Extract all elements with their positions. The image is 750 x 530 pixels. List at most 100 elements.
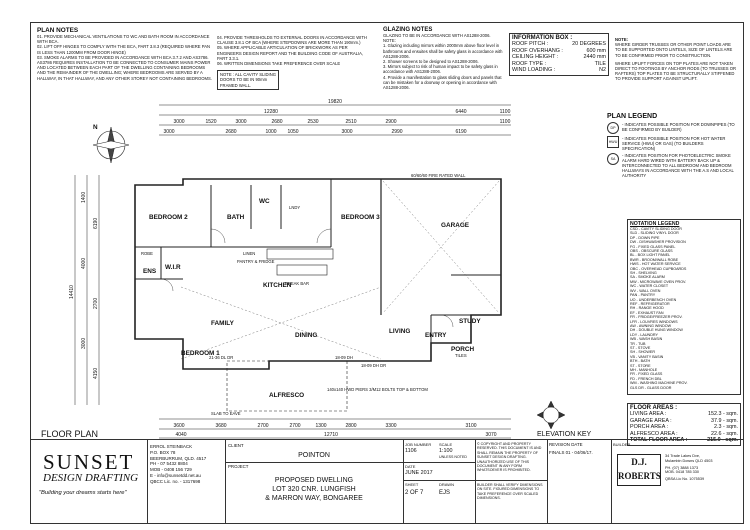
- brand-tagline: "Building your dreams starts here": [39, 490, 127, 496]
- notation-item: GLS DR - GLASS DOOR: [630, 385, 672, 390]
- plan-note-2: 02. LIFT OFF HINGES TO COMPLY WITH THE B…: [37, 44, 211, 55]
- room-bedroom3: BEDROOM 3: [341, 214, 380, 221]
- verify-text: BUILDER SHALL VERIFY DIMENSIONS ON SITE.…: [477, 483, 543, 501]
- room-porch: PORCH: [451, 346, 474, 353]
- notation-legend: NOTATION LEGEND CSD - CAVITY SLIDING DOO…: [627, 219, 741, 395]
- client-name: POINTON: [298, 452, 330, 459]
- scale-value: 1:100: [439, 448, 453, 454]
- dim-top-1: 12280: [264, 109, 278, 115]
- smoke-alarm-symbol-icon: SA: [607, 153, 619, 165]
- slab-to-eave-label: SLAB TO EAVE: [211, 411, 241, 416]
- room-bath: BATH: [227, 214, 245, 221]
- legend-smoke-alarm: SA- INDICATES POSITION FOR PHOTOELECTRIC…: [607, 153, 737, 178]
- notation-item: DW - DISHWASHER PROVISION: [630, 240, 686, 245]
- room-wir: W.I.R: [165, 264, 181, 271]
- area-row: LIVING AREA :152.3 - sqm.: [630, 411, 738, 417]
- builder-license: QBSA Lic No. 1075539: [665, 477, 705, 482]
- contact-cell: ERROL STEINBACK P.O. BOX 78 BEERBURRUM, …: [147, 440, 226, 524]
- hot-water-symbol-icon: HWU: [607, 136, 619, 148]
- builder-cell: BUILDER D.J. ROBERTS 34 Trade Lakes Dve,…: [611, 440, 743, 524]
- project-label: PROJECT: [228, 464, 249, 469]
- notation-item: TR - TUB: [630, 341, 646, 346]
- area-row-total: TOTAL FLOOR AREA :215.0 - sqm.: [630, 437, 738, 444]
- info-row: CEILING HEIGHT :2440 mm: [512, 54, 606, 61]
- notation-item: ST - STOVE: [630, 345, 651, 350]
- notation-item: LDY - LAUNDRY: [630, 332, 658, 337]
- drawn-value: EJS: [439, 490, 451, 496]
- room-ens: ENS: [143, 268, 157, 275]
- room-family: FAMILY: [211, 320, 235, 327]
- plan-legend-title: PLAN LEGEND: [607, 113, 658, 120]
- pantry-fridge-label: PANTRY & FRIDGE: [237, 259, 275, 264]
- notation-item: MW - MICROWAVE OVEN PROV.: [630, 279, 687, 284]
- dim-top-2: 1100: [500, 119, 511, 125]
- notation-item: AW - AWNING WINDOW: [630, 323, 672, 328]
- dim-bottom-2: 3070: [485, 432, 496, 438]
- dim-top-3: 3000: [163, 129, 174, 135]
- legend-hot-water: HWU- INDICATES POSSIBLE POSITION FOR HOT…: [607, 136, 726, 151]
- room-linen: LINEN: [243, 251, 255, 256]
- notation-item: FG - FIXED GLASS PANEL: [630, 244, 676, 249]
- copyright-cell: © COPYRIGHT AND PROPERTY RESERVED. THIS …: [475, 440, 548, 524]
- floor-plan-drawing: N BEDROOM 2 BATH WC BEDROOM 3 GARAGE KIT…: [69, 99, 566, 439]
- glazing-intro: GLAZING TO BE IN ACCORDANCE WITH AS1288-…: [383, 33, 491, 38]
- information-box: INFORMATION BOX : ROOF PITCH :20 DEGREES…: [509, 33, 609, 76]
- room-study: STUDY: [459, 318, 481, 325]
- legend-downpipe: DP- INDICATES POSSIBLE POSITION FOR DOWN…: [607, 122, 737, 134]
- notation-item: WV - WALL OVEN: [630, 288, 661, 293]
- dim-top-1: 6440: [455, 109, 466, 115]
- notation-item: CSD - CAVITY SLIDING DOOR: [630, 227, 682, 231]
- dim-top-1: 1100: [500, 109, 511, 115]
- room-alfresco: ALFRESCO: [269, 392, 304, 399]
- plan-notes-title: PLAN NOTES: [37, 27, 79, 34]
- job-info-cell: JOB NUMBER 1106 SCALE 1:100 UNLESS NOTED…: [403, 440, 476, 524]
- porch-tiles-label: TILES: [455, 353, 467, 358]
- notation-item: SH - SHELVING: [630, 271, 657, 276]
- revision-cell: REVISION DATE FINALS 01 - 04/06/17.: [547, 440, 612, 524]
- dim-bottom-1: 2700: [257, 423, 268, 429]
- dim-top-3: 2680: [225, 129, 236, 135]
- info-title: INFORMATION BOX :: [512, 35, 573, 41]
- dim-bottom-1: 3600: [173, 423, 184, 429]
- glazing-item: 1. Glazing including mirrors within 2000…: [383, 43, 503, 59]
- project-line: & MARRON WAY, BONGAREE: [265, 495, 363, 502]
- notation-item: UO - UNDERBENCH OVEN: [630, 297, 677, 302]
- dim-bottom-1: 3680: [215, 423, 226, 429]
- structural-note-title: NOTE:: [615, 37, 629, 42]
- info-row: WIND LOADING :N2: [512, 67, 606, 74]
- plan-legend: PLAN LEGEND DP- INDICATES POSSIBLE POSIT…: [607, 113, 737, 180]
- notation-item: WM - WASHING MACHINE PROV.: [630, 381, 688, 386]
- drawing-sheet: PLAN NOTES 01. PROVIDE MECHANICAL VENTIL…: [30, 22, 744, 524]
- glazing-item: 4. Provide a manifestation to glass slid…: [383, 74, 502, 91]
- date-value: JUNE 2017: [405, 470, 433, 476]
- title-block: SUNSET DESIGN DRAFTING "Building your dr…: [31, 439, 743, 524]
- dim-top-2: 2510: [345, 119, 356, 125]
- dim-left: 3000: [81, 338, 87, 349]
- fire-wall-label: 60/60/60 FIRE RATED WALL: [411, 173, 466, 178]
- dim-top-2: 2680: [271, 119, 282, 125]
- project-line: LOT 320 CNR. LUNGFISH: [272, 486, 356, 493]
- room-garage: GARAGE: [441, 222, 470, 229]
- dim-bottom-1: 1300: [315, 423, 326, 429]
- plan-notes: PLAN NOTES 01. PROVIDE MECHANICAL VENTIL…: [37, 27, 213, 81]
- job-number: 1106: [405, 448, 417, 454]
- cavity-door-note: NOTE : ALL CAVITY SLIDING DOORS TO BE IN…: [217, 70, 279, 90]
- elevation-key-label: ELEVATION KEY: [537, 431, 592, 438]
- info-row: ROOF TYPE :TILE: [512, 60, 606, 67]
- dim-bottom-1: 3300: [385, 423, 396, 429]
- notation-item: FD - FRENCH DBL: [630, 376, 662, 381]
- structural-note-para: WHERE GIRDER TRUSSES OR OTHER POINT LOAD…: [615, 42, 733, 58]
- notation-item: BTH - BATH: [630, 359, 651, 364]
- builder-logo: D.J. ROBERTS: [617, 454, 661, 486]
- contact-line: E - info@sunsetdd.net.au: [150, 472, 201, 478]
- notation-item: SLD - SLIDING VINYL DOOR: [630, 231, 679, 236]
- structural-note: NOTE: WHERE GIRDER TRUSSES OR OTHER POIN…: [615, 37, 737, 82]
- plan-note-1: 01. PROVIDE MECHANICAL VENTILATIONS TO W…: [37, 34, 210, 45]
- elevation-key-icon: [536, 400, 566, 430]
- sheet-value: 2 OF 7: [405, 490, 424, 496]
- pier-note: 140x140 HWD PIERS 3/M12 BOLTS TOP & BOTT…: [327, 387, 428, 392]
- dim-top-overall: 19820: [328, 99, 342, 105]
- notation-item: BL - BOX LIGHT PANEL: [630, 253, 671, 258]
- glazing-notes-title: GLAZING NOTES: [383, 27, 433, 33]
